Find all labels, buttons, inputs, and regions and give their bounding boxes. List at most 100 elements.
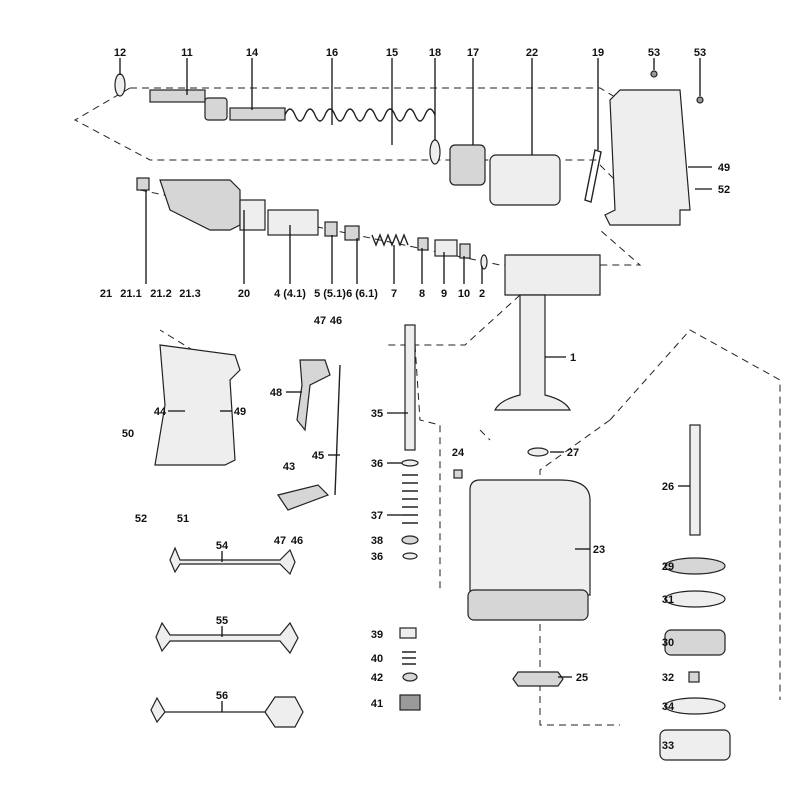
label: 47 bbox=[274, 535, 286, 547]
parts-center bbox=[399, 324, 591, 711]
part-23-base bbox=[467, 589, 589, 621]
part-24 bbox=[453, 469, 463, 479]
label: 55 bbox=[216, 615, 228, 627]
label: 36 bbox=[371, 551, 383, 563]
label: 21.3 bbox=[179, 288, 200, 300]
label: 56 bbox=[216, 690, 228, 702]
part-27-ring bbox=[527, 447, 549, 457]
part-11-shaft bbox=[149, 89, 206, 103]
label: 49 bbox=[718, 162, 730, 174]
label: 4 (4.1) bbox=[274, 288, 306, 300]
part-36-washer-2 bbox=[402, 552, 418, 560]
part-23-reservoir bbox=[469, 479, 591, 596]
part-48-trigger bbox=[296, 359, 331, 432]
part-34-ring bbox=[664, 697, 726, 715]
part-17-piston bbox=[449, 144, 486, 186]
part-5 bbox=[324, 221, 338, 237]
label: 34 bbox=[662, 701, 675, 713]
part-37-spring bbox=[402, 474, 418, 524]
part-1-head bbox=[504, 254, 601, 296]
label: 14 bbox=[246, 47, 259, 59]
label: 39 bbox=[371, 629, 383, 641]
part-40-spring bbox=[402, 651, 416, 665]
label: 51 bbox=[177, 513, 189, 525]
part-41 bbox=[399, 694, 421, 711]
leader-lines bbox=[119, 58, 712, 712]
part-53-screw bbox=[650, 70, 658, 78]
label: 47 bbox=[314, 315, 326, 327]
part-1-handle bbox=[494, 294, 571, 411]
label: 11 bbox=[181, 47, 193, 59]
label: 31 bbox=[662, 594, 674, 606]
label: 45 bbox=[312, 450, 324, 462]
part-39 bbox=[399, 627, 417, 639]
part-7-spring bbox=[371, 233, 409, 247]
label: 40 bbox=[371, 653, 383, 665]
label: 53 bbox=[648, 47, 660, 59]
label: 49 bbox=[234, 406, 246, 418]
part-18-ring bbox=[429, 139, 441, 165]
part-45-rod bbox=[334, 364, 341, 496]
label: 48 bbox=[270, 387, 282, 399]
parts-trigger bbox=[154, 344, 341, 511]
label: 26 bbox=[662, 481, 674, 493]
label: 42 bbox=[371, 672, 383, 684]
part-8 bbox=[417, 237, 429, 251]
part-49-cover-left bbox=[154, 344, 241, 466]
label: 19 bbox=[592, 47, 604, 59]
label: 15 bbox=[386, 47, 398, 59]
part-9 bbox=[434, 239, 458, 257]
part-4-jaw-case bbox=[267, 209, 319, 236]
part-31-ring bbox=[664, 590, 726, 608]
label: 46 bbox=[291, 535, 303, 547]
label: 21.2 bbox=[150, 288, 171, 300]
part-6 bbox=[344, 225, 360, 241]
part-10 bbox=[459, 243, 471, 259]
label: 10 bbox=[458, 288, 470, 300]
part-35-tube bbox=[404, 324, 416, 451]
part-29-bearing bbox=[664, 557, 726, 575]
label: 29 bbox=[662, 561, 674, 573]
label: 12 bbox=[114, 47, 126, 59]
label: 5 (5.1) bbox=[314, 288, 346, 300]
part-49-cover-right bbox=[604, 89, 691, 226]
part-11-collar bbox=[204, 97, 228, 121]
part-36-washer bbox=[401, 459, 419, 467]
wrench-56 bbox=[150, 696, 304, 728]
part-22-sleeve bbox=[489, 154, 561, 206]
label: 21 bbox=[100, 288, 112, 300]
label: 23 bbox=[593, 544, 605, 556]
label: 20 bbox=[238, 288, 250, 300]
label: 50 bbox=[122, 428, 134, 440]
part-12-oring bbox=[114, 73, 126, 97]
parts-second-row bbox=[136, 177, 601, 411]
label: 43 bbox=[283, 461, 295, 473]
label: 52 bbox=[718, 184, 730, 196]
part-14-rod bbox=[229, 107, 286, 121]
label: 22 bbox=[526, 47, 538, 59]
part-32 bbox=[688, 671, 700, 683]
part-33-cap bbox=[659, 729, 731, 761]
label: 6 (6.1) bbox=[346, 288, 378, 300]
part-labels: 12 11 14 16 15 18 17 22 19 53 53 49 52 2… bbox=[100, 47, 730, 752]
label: 35 bbox=[371, 408, 383, 420]
label: 54 bbox=[216, 540, 229, 552]
label: 18 bbox=[429, 47, 441, 59]
label: 33 bbox=[662, 740, 674, 752]
label: 24 bbox=[452, 447, 465, 459]
label: 21.1 bbox=[120, 288, 141, 300]
label: 2 bbox=[479, 288, 485, 300]
part-30-piston bbox=[664, 629, 726, 656]
wrench-55 bbox=[155, 621, 299, 655]
part-20-nosepiece bbox=[159, 179, 241, 231]
label: 27 bbox=[567, 447, 579, 459]
label: 32 bbox=[662, 672, 674, 684]
label: 53 bbox=[694, 47, 706, 59]
parts-top bbox=[114, 70, 704, 226]
part-38 bbox=[401, 535, 419, 545]
part-2-washer bbox=[480, 254, 488, 270]
part-53-screw bbox=[696, 96, 704, 104]
label: 38 bbox=[371, 535, 383, 547]
label: 7 bbox=[391, 288, 397, 300]
